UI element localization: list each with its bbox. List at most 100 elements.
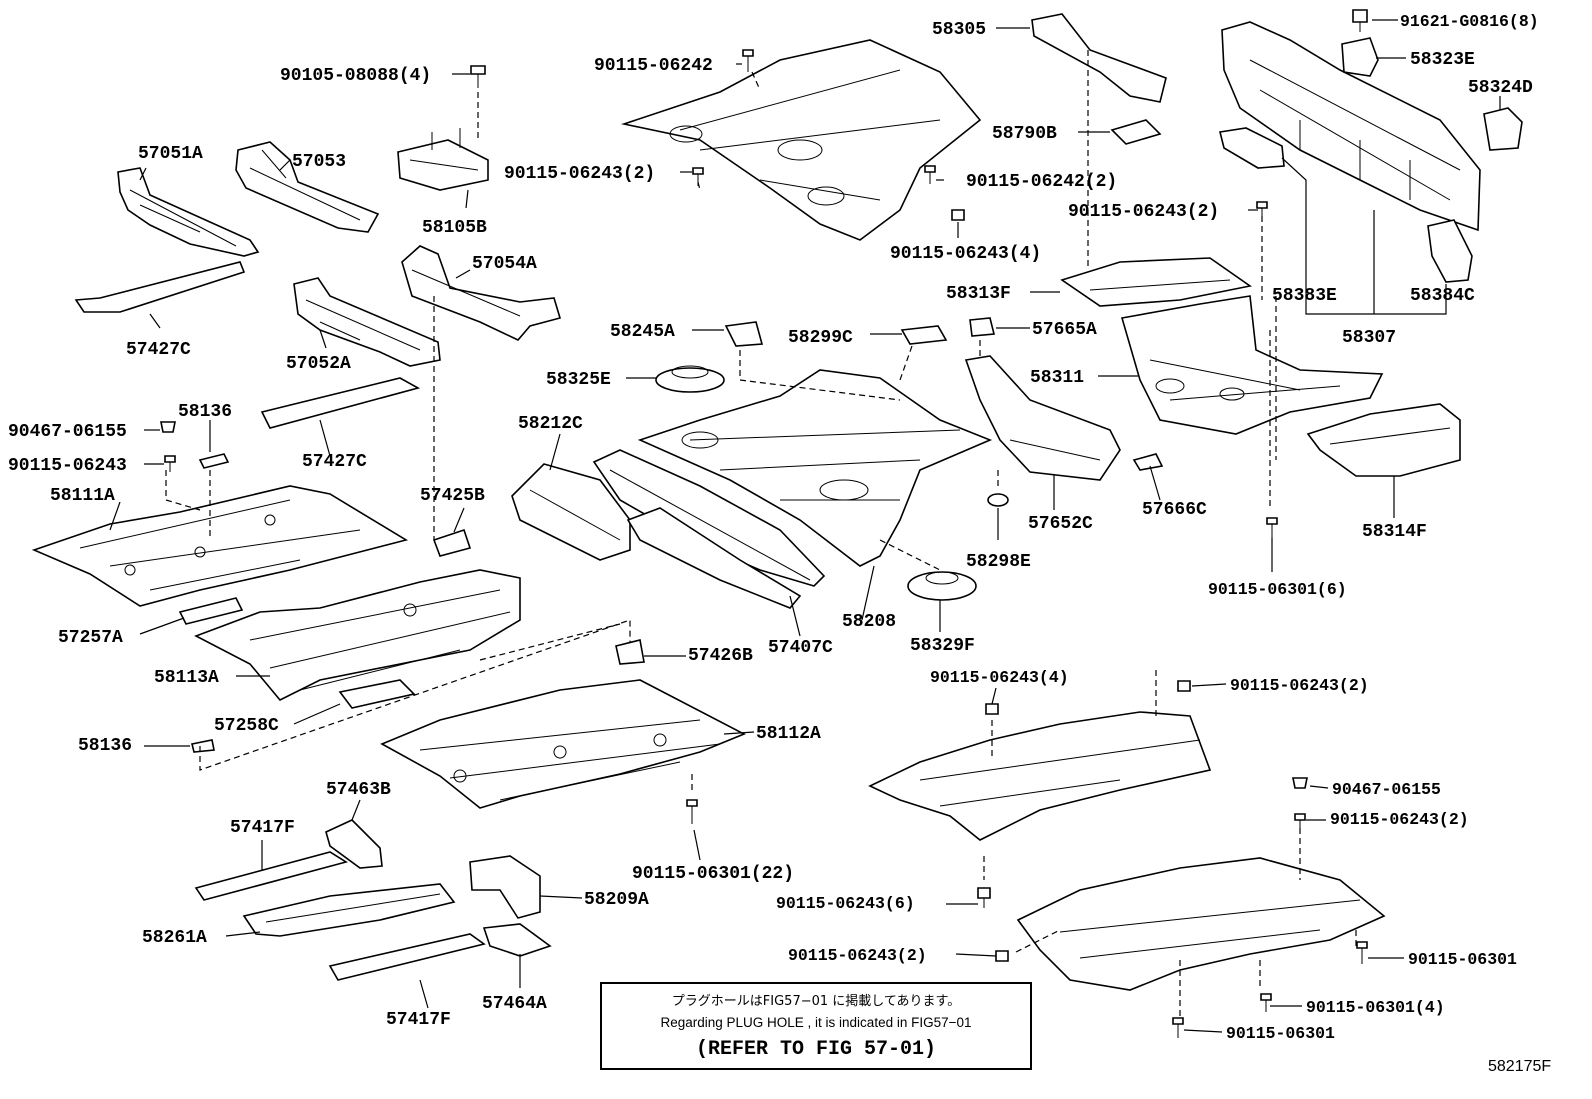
label-58298E: 58298E [966,552,1031,572]
part-57425B [432,528,472,557]
part-rear-floor-upper [620,39,982,241]
part-58208 [626,507,802,609]
label-57257A: 57257A [58,628,123,648]
label-90467-06155-a: 90467-06155 [8,422,127,442]
label-58111A: 58111A [50,486,115,506]
label-58323E: 58323E [1410,50,1475,70]
label-90115-06301-4: 90115-06301(4) [1306,998,1445,1017]
label-90115-06243-2d: 90115-06243(2) [1330,810,1469,829]
label-58299C: 58299C [788,328,853,348]
label-90115-06301-b: 90115-06301 [1226,1024,1335,1043]
label-58245A: 58245A [610,322,675,342]
part-57427C-a [74,261,246,313]
part-58245A [724,321,764,347]
part-58112A [380,679,746,809]
part-57417F-a [194,851,348,901]
part-58323E [1341,37,1379,77]
label-58307: 58307 [1342,328,1396,348]
part-floor-assembly-lower [1016,857,1386,991]
label-58313F: 58313F [946,284,1011,304]
part-58298E [987,493,1009,507]
label-90115-06301-a: 90115-06301 [1408,950,1517,969]
label-58113A: 58113A [154,668,219,688]
label-90115-06242-2: 90115-06242(2) [966,172,1117,192]
label-57426B: 57426B [688,646,753,666]
label-57417F-a: 57417F [230,818,295,838]
label-58324D: 58324D [1468,78,1533,98]
part-57666C [1132,453,1164,471]
label-90115-06301-6: 90115-06301(6) [1208,580,1347,599]
label-57665A: 57665A [1032,320,1097,340]
part-rear-floor-center [637,369,993,567]
label-91621-G0816: 91621-G0816(8) [1400,12,1539,31]
label-90115-06243-b: 90115-06243 [8,456,127,476]
label-57666C: 57666C [1142,500,1207,520]
leader-lines [109,19,1501,1033]
part-58329F [907,571,977,601]
part-58314F [1306,403,1461,477]
label-58112A: 58112A [756,724,821,744]
part-57417F-b [328,933,486,981]
label-57464A: 57464A [482,994,547,1014]
part-58313F [1060,257,1252,307]
label-58383E: 58383E [1272,286,1337,306]
label-58208: 58208 [842,612,896,632]
part-57464A [482,923,552,957]
note-japanese-text: プラグホールはFIG57−01 に掲載してあります。 [671,994,961,1009]
part-57257A [178,597,244,625]
plug-hole-note: プラグホールはFIG57−01 に掲載してあります。 Regarding PLU… [600,982,1032,1070]
part-57051A [117,167,260,257]
part-58325E [655,365,725,393]
label-57417F-b: 57417F [386,1010,451,1030]
part-57426B [615,639,645,665]
label-90115-06243-2a: 90115-06243(2) [504,164,655,184]
part-57427C-b [260,377,421,429]
label-90115-06243-6: 90115-06243(6) [776,894,915,913]
part-57052A [293,277,441,367]
label-57054A: 57054A [472,254,537,274]
label-57427C-b: 57427C [302,452,367,472]
label-90115-06242-top: 90115-06242 [594,56,713,76]
part-58790B [1110,119,1162,145]
part-58105B [397,128,489,191]
label-90467-06155-b: 90467-06155 [1332,780,1441,799]
figure-code: 582175F [1488,1058,1552,1075]
part-58111A [31,485,409,607]
label-58105B: 58105B [422,218,487,238]
part-labels: 57051A 57053 90105-08088(4) 58105B 90115… [8,12,1539,1043]
part-58209A [469,855,541,919]
label-57258C: 57258C [214,716,279,736]
assembly-guides [165,50,1357,1018]
label-58136-b: 58136 [78,736,132,756]
label-58311: 58311 [1030,368,1084,388]
part-58383E [1219,127,1285,169]
fastener-bolts [160,9,1368,1038]
part-floor-assembly-mid [868,711,1212,841]
part-57054A [401,245,562,341]
label-58325E: 58325E [546,370,611,390]
label-90115-06243-4a: 90115-06243(4) [890,244,1041,264]
label-58136-a: 58136 [178,402,232,422]
part-58113A [194,569,521,701]
label-57652C: 57652C [1028,514,1093,534]
label-58212C: 58212C [518,414,583,434]
label-58305: 58305 [932,20,986,40]
label-57407C: 57407C [768,638,833,658]
label-58209A: 58209A [584,890,649,910]
part-58324D [1483,107,1523,151]
label-58384C: 58384C [1410,286,1475,306]
note-figure-reference: (REFER TO FIG 57-01) [695,1038,937,1061]
part-57665A [969,317,996,337]
label-57051A: 57051A [138,144,203,164]
part-58261A [242,883,456,937]
part-58299C [900,325,948,345]
part-58212C [511,463,631,561]
label-58329F: 58329F [910,636,975,656]
part-58307 [1221,21,1481,232]
label-58261A: 58261A [142,928,207,948]
part-58136-a [198,453,230,469]
part-57652C [964,355,1121,481]
label-90115-06243-2b: 90115-06243(2) [1068,202,1219,222]
label-90115-06243-4b: 90115-06243(4) [930,668,1069,687]
